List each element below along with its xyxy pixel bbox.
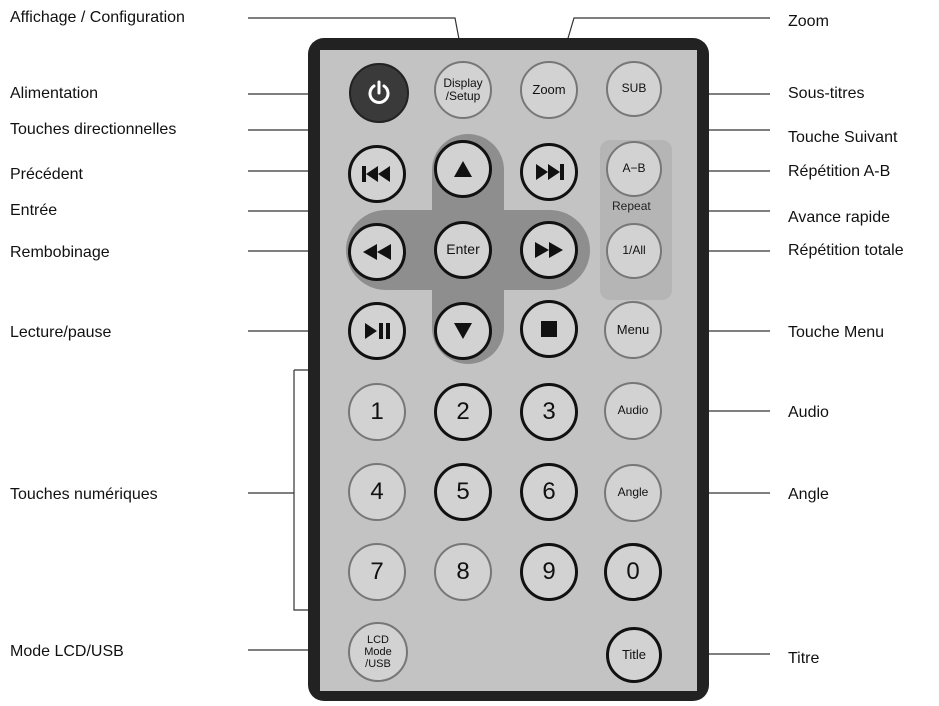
label-suivant: Touche Suivant	[788, 129, 898, 146]
digit-label: 9	[542, 557, 556, 585]
all-label: 1/All	[622, 243, 646, 258]
rewind-icon	[363, 244, 391, 260]
lcd-mode-label: LCD Mode /USB	[364, 633, 392, 671]
digit-8-button[interactable]: 8	[434, 543, 492, 601]
label-mode-lcd: Mode LCD/USB	[10, 643, 124, 660]
zoom-label: Zoom	[532, 81, 566, 97]
arrow-down-icon	[454, 323, 472, 339]
digit-9-button[interactable]: 9	[520, 543, 578, 601]
ab-label: A−B	[622, 161, 646, 176]
digit-6-button[interactable]: 6	[520, 463, 578, 521]
enter-label: Enter	[446, 241, 480, 258]
digit-0-button[interactable]: 0	[604, 543, 662, 601]
digit-7-button[interactable]: 7	[348, 543, 406, 601]
label-avance: Avance rapide	[788, 209, 890, 226]
repeat-ab-button[interactable]: A−B	[606, 141, 662, 197]
label-audio: Audio	[788, 404, 829, 421]
label-entree: Entrée	[10, 202, 58, 219]
up-button[interactable]	[434, 140, 492, 198]
stop-icon	[541, 321, 557, 337]
label-menu: Touche Menu	[788, 324, 885, 341]
label-repetition-totale: Répétition totale	[788, 242, 904, 259]
menu-label: Menu	[616, 321, 650, 337]
label-sous-titres: Sous-titres	[788, 85, 865, 102]
label-numeriques: Touches numériques	[10, 486, 158, 503]
skip-next-icon	[536, 164, 564, 180]
digit-label: 7	[370, 557, 384, 585]
title-button[interactable]: Title	[606, 627, 662, 683]
lcd-mode-usb-button[interactable]: LCD Mode /USB	[348, 622, 408, 682]
display-setup-label: Display /Setup	[443, 75, 483, 103]
subtitle-button[interactable]: SUB	[606, 61, 662, 117]
stop-button[interactable]	[520, 300, 578, 358]
zoom-button[interactable]: Zoom	[520, 61, 578, 119]
digit-1-button[interactable]: 1	[348, 383, 406, 441]
label-zoom: Zoom	[788, 13, 829, 30]
rewind-button[interactable]	[348, 223, 406, 281]
digit-label: 4	[370, 477, 384, 505]
digit-3-button[interactable]: 3	[520, 383, 578, 441]
angle-label: Angle	[617, 485, 649, 500]
digit-label: 0	[626, 557, 640, 585]
label-angle: Angle	[788, 486, 829, 503]
previous-button[interactable]	[348, 145, 406, 203]
power-icon	[368, 80, 390, 104]
repeat-label: Repeat	[612, 199, 651, 213]
title-label: Title	[621, 646, 647, 662]
label-directionnelles: Touches directionnelles	[10, 121, 177, 138]
skip-previous-icon	[362, 166, 390, 182]
play-pause-button[interactable]	[348, 302, 406, 360]
label-repetition-ab: Répétition A-B	[788, 163, 891, 180]
digit-2-button[interactable]: 2	[434, 383, 492, 441]
audio-label: Audio	[617, 403, 649, 418]
sub-label: SUB	[621, 81, 647, 96]
menu-button[interactable]: Menu	[604, 301, 662, 359]
digit-label: 3	[542, 397, 556, 425]
label-affichage: Affichage / Configuration	[10, 9, 185, 26]
digit-label: 6	[542, 477, 556, 505]
down-button[interactable]	[434, 302, 492, 360]
power-button[interactable]	[349, 63, 409, 123]
play-pause-icon	[365, 323, 390, 339]
label-alimentation: Alimentation	[10, 85, 99, 102]
digit-label: 8	[456, 557, 470, 585]
digit-4-button[interactable]: 4	[348, 463, 406, 521]
label-titre: Titre	[788, 650, 820, 667]
digit-label: 1	[370, 397, 384, 425]
next-button[interactable]	[520, 143, 578, 201]
digit-label: 2	[456, 397, 470, 425]
label-lecture: Lecture/pause	[10, 324, 112, 341]
label-rembobinage: Rembobinage	[10, 244, 110, 261]
digit-5-button[interactable]: 5	[434, 463, 492, 521]
digit-label: 5	[456, 477, 470, 505]
arrow-up-icon	[454, 161, 472, 177]
display-setup-button[interactable]: Display /Setup	[434, 61, 492, 119]
angle-button[interactable]: Angle	[604, 464, 662, 522]
label-precedent: Précédent	[10, 166, 83, 183]
enter-button[interactable]: Enter	[434, 221, 492, 279]
fast-forward-button[interactable]	[520, 221, 578, 279]
fast-forward-icon	[535, 242, 563, 258]
audio-button[interactable]: Audio	[604, 382, 662, 440]
repeat-all-button[interactable]: 1/All	[606, 223, 662, 279]
